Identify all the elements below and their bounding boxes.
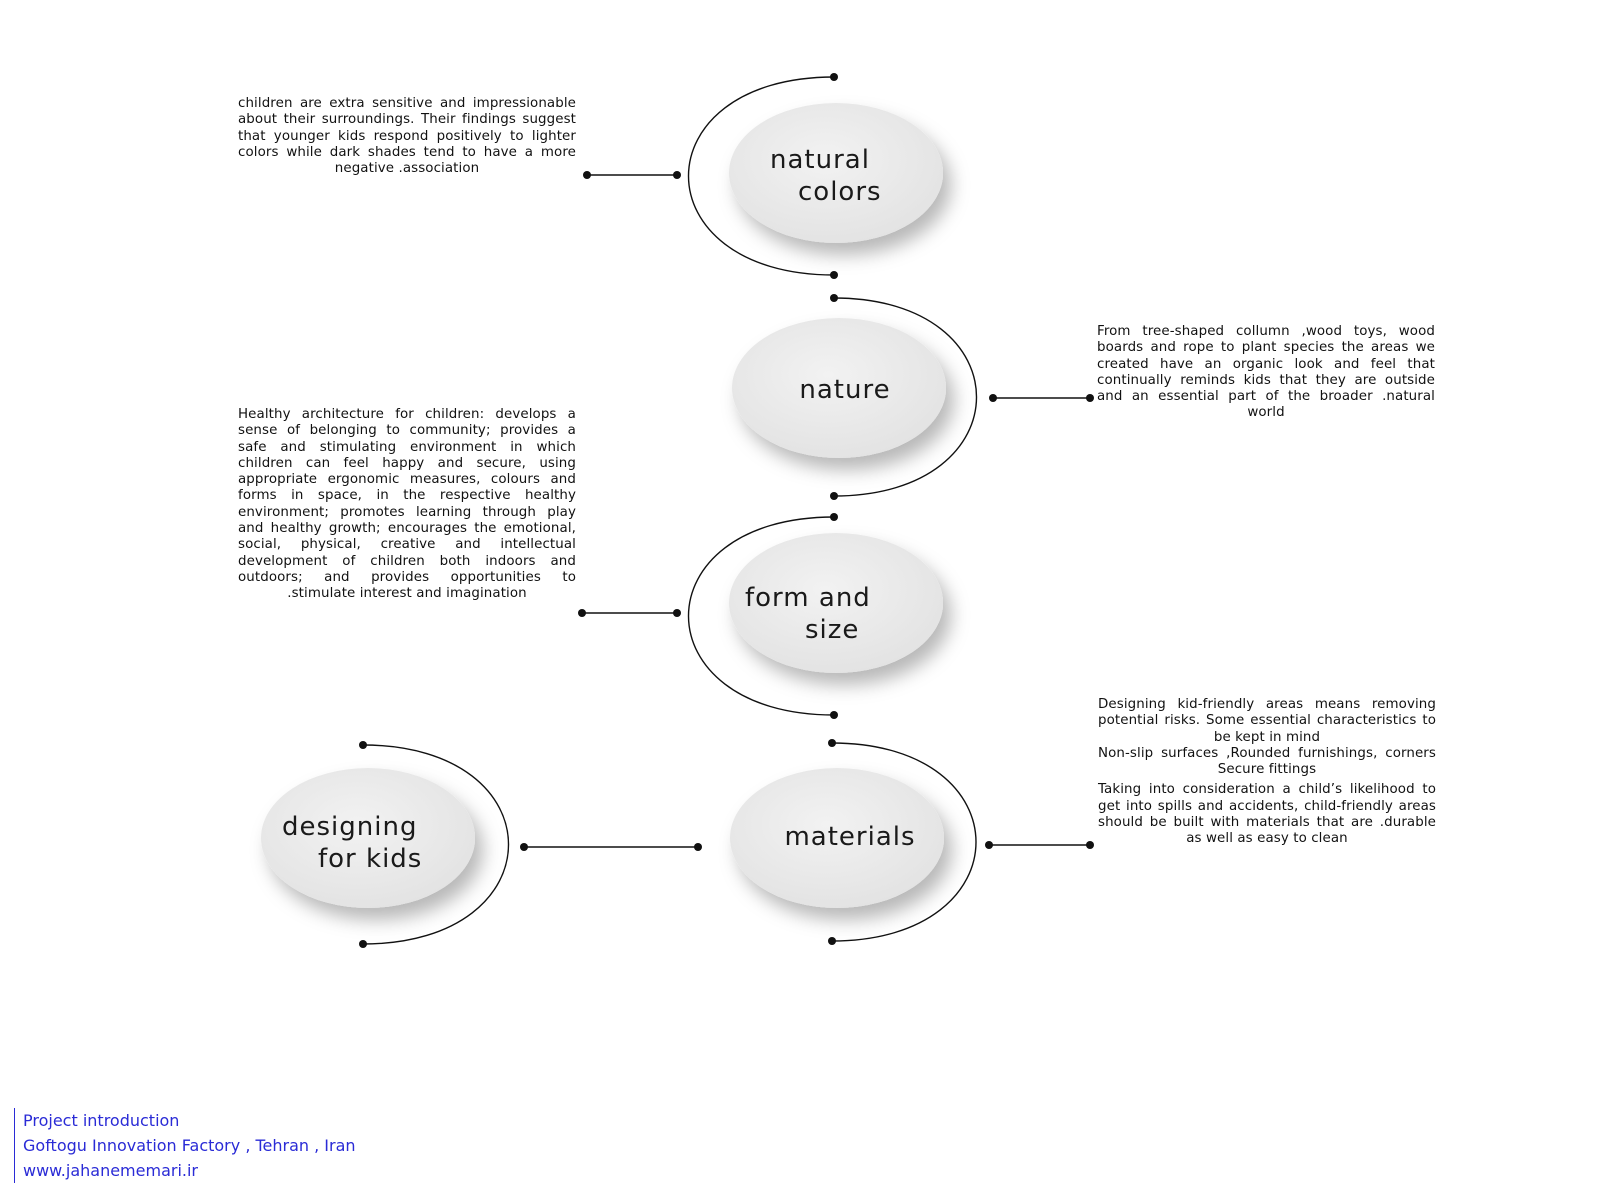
dot bbox=[694, 843, 702, 851]
connector-arc-designing-for-kids bbox=[362, 744, 509, 945]
node-circle-form-and-size bbox=[729, 533, 943, 673]
connector-arc-materials bbox=[831, 742, 977, 942]
description-nature: From tree-shaped collumn ,wood toys, woo… bbox=[1097, 324, 1435, 421]
dot bbox=[830, 513, 838, 521]
dot bbox=[583, 171, 591, 179]
dot bbox=[1086, 841, 1094, 849]
node-circle-natural-colors bbox=[729, 103, 943, 243]
node-label-line: designing bbox=[282, 812, 418, 842]
description-form-and-size: Healthy architecture for children: devel… bbox=[238, 407, 576, 602]
node-label-materials: materials bbox=[735, 821, 965, 853]
dot bbox=[830, 271, 838, 279]
dot bbox=[830, 492, 838, 500]
dot bbox=[359, 741, 367, 749]
footer-link-website[interactable]: www.jahanememari.ir bbox=[23, 1161, 199, 1180]
node-label-line: materials bbox=[784, 822, 916, 852]
footer-caption: Project introduction Goftogu Innovation … bbox=[14, 1108, 356, 1183]
node-label-designing-for-kids: designing for kids bbox=[282, 811, 452, 875]
connector-arc-nature bbox=[833, 297, 977, 497]
connector-arc-form-and-size bbox=[688, 516, 835, 716]
dot bbox=[673, 171, 681, 179]
dot bbox=[830, 711, 838, 719]
dot bbox=[520, 843, 528, 851]
description-materials: Designing kid-friendly areas means remov… bbox=[1098, 697, 1436, 848]
node-label-line: colors bbox=[798, 177, 882, 207]
node-label-form-and-size: form and size bbox=[745, 582, 915, 646]
node-circle-materials bbox=[730, 768, 944, 908]
dot bbox=[830, 294, 838, 302]
dot bbox=[673, 609, 681, 617]
node-label-natural-colors: natural colors bbox=[770, 144, 900, 208]
node-circle-nature bbox=[732, 318, 946, 458]
node-label-line: size bbox=[805, 615, 860, 645]
description-natural-colors: children are extra sensitive and impress… bbox=[238, 96, 576, 177]
description-paragraph: Non-slip surfaces ,Rounded furnishings, … bbox=[1098, 745, 1436, 778]
footer-line-location: Goftogu Innovation Factory , Tehran , Ir… bbox=[23, 1136, 356, 1155]
connector-arc-natural-colors bbox=[688, 76, 835, 276]
footer-line-project: Project introduction bbox=[23, 1111, 180, 1130]
dot bbox=[989, 394, 997, 402]
node-circle-designing-for-kids bbox=[261, 768, 475, 908]
dot bbox=[828, 937, 836, 945]
dot bbox=[985, 841, 993, 849]
dot bbox=[830, 73, 838, 81]
description-paragraph: Designing kid-friendly areas means remov… bbox=[1098, 697, 1436, 745]
description-paragraph: Taking into consideration a child’s like… bbox=[1098, 782, 1436, 847]
dot bbox=[359, 940, 367, 948]
node-label-line: for kids bbox=[318, 844, 423, 874]
node-label-line: natural bbox=[770, 145, 870, 175]
node-label-line: form and bbox=[745, 583, 871, 613]
node-label-line: nature bbox=[799, 375, 891, 405]
dot bbox=[1086, 394, 1094, 402]
node-label-nature: nature bbox=[745, 374, 945, 406]
dot bbox=[828, 739, 836, 747]
dot bbox=[578, 609, 586, 617]
